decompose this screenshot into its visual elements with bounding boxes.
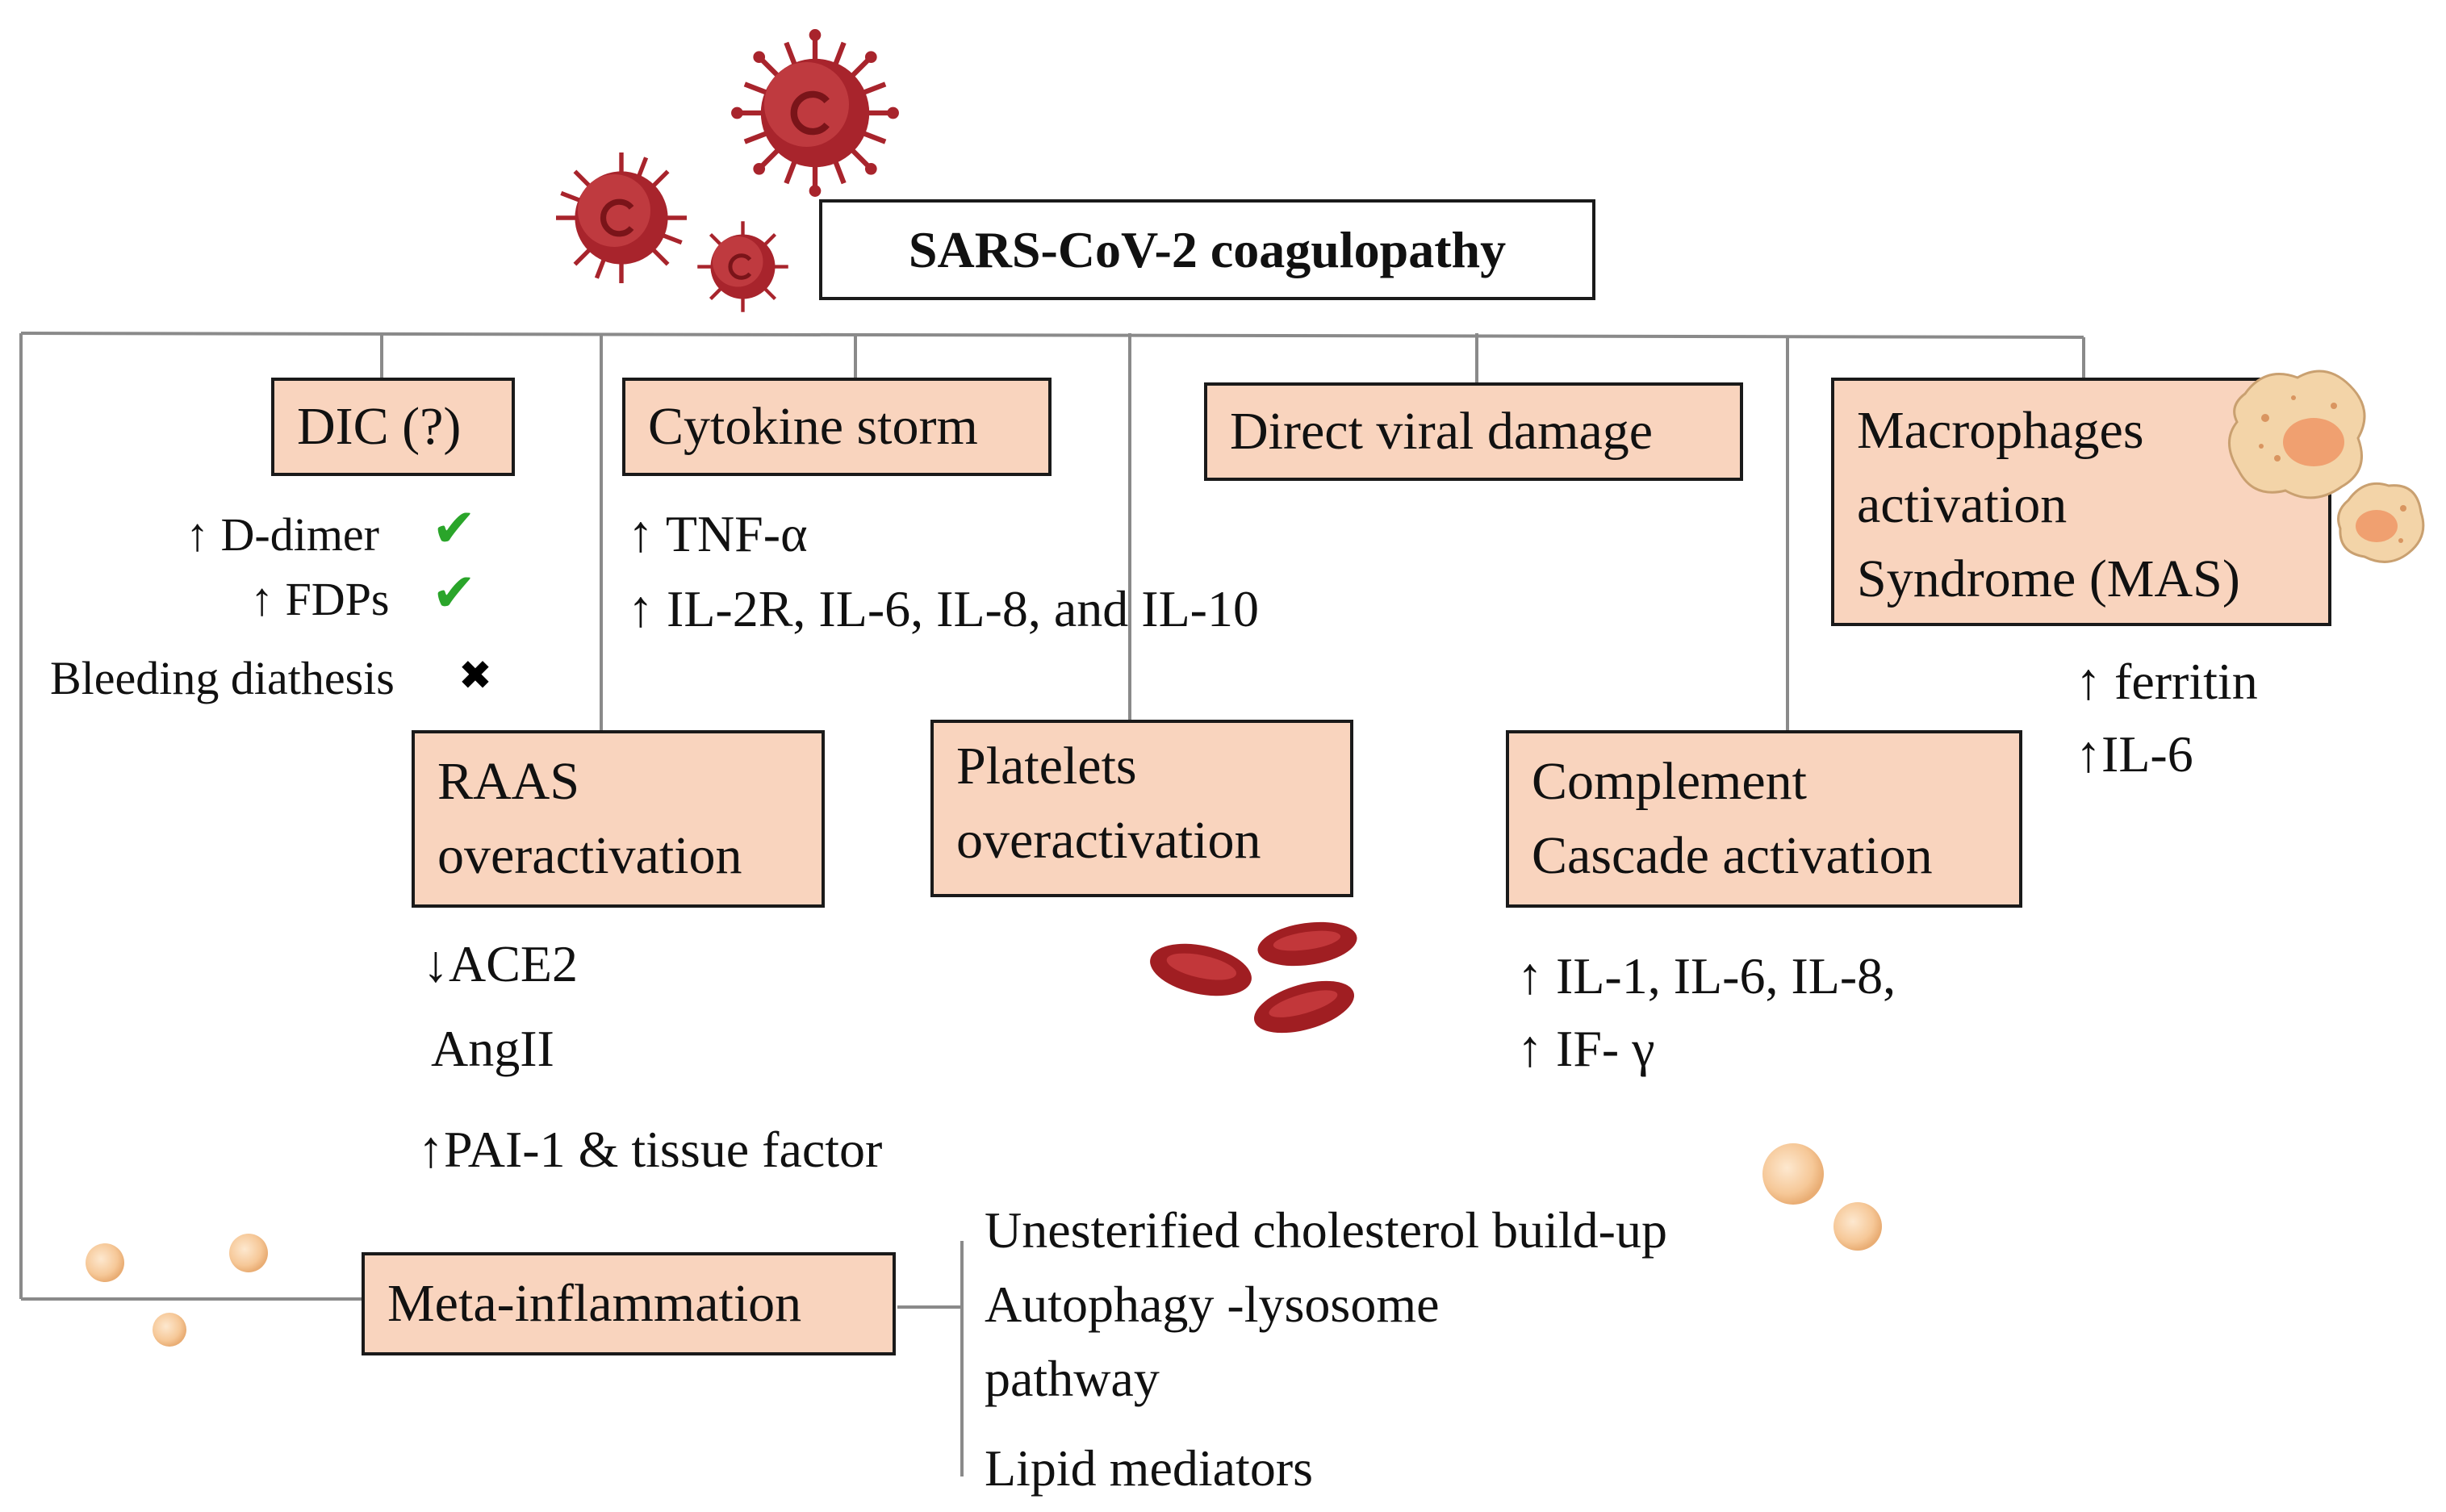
raas-finding-ace2-text: ↓ACE2 bbox=[423, 935, 578, 992]
diagram-title: SARS-CoV-2 coagulopathy bbox=[819, 199, 1595, 300]
raas-finding-pai1-text: ↑PAI-1 & tissue factor bbox=[418, 1121, 883, 1178]
mas-finding-ferritin-text: ↑ ferritin bbox=[2076, 653, 2258, 710]
complement-finding-il: ↑ IL-1, IL-6, IL-8, bbox=[1517, 940, 1896, 1013]
dic-finding-fdps: ↑ FDPs bbox=[250, 563, 389, 636]
raas-finding-ace2: ↓ACE2 bbox=[423, 928, 578, 1000]
mas-finding-il6: ↑IL-6 bbox=[2076, 718, 2193, 791]
cytokine-finding-tnf: ↑ TNF-α bbox=[628, 498, 808, 570]
meta-inflammation-label: Meta-inflammation bbox=[387, 1274, 802, 1333]
direct-viral-damage-box: Direct viral damage bbox=[1204, 382, 1743, 481]
cytokine-storm-box: Cytokine storm bbox=[622, 378, 1052, 476]
meta-inflammation-box: Meta-inflammation bbox=[362, 1252, 896, 1355]
raas-box: RAAS overactivation bbox=[412, 730, 825, 908]
meta-finding-lipid: Lipid mediators bbox=[985, 1432, 1313, 1505]
cytokine-finding-tnf-text: ↑ TNF-α bbox=[628, 505, 808, 562]
dic-box: DIC (?) bbox=[271, 378, 515, 476]
red-blood-cell-icon bbox=[1150, 921, 1357, 1034]
macrophage-icon bbox=[2228, 370, 2366, 499]
complement-label-line1: Complement bbox=[1532, 752, 1807, 811]
platelets-box: Platelets overactivation bbox=[930, 720, 1353, 897]
mas-finding-il6-text: ↑IL-6 bbox=[2076, 725, 2193, 783]
meta-finding-cholesterol-text: Unesterified cholesterol build-up bbox=[985, 1201, 1667, 1259]
mas-finding-ferritin: ↑ ferritin bbox=[2076, 645, 2258, 718]
dic-finding-bleeding: Bleeding diathesis bbox=[50, 642, 395, 715]
virus-icon bbox=[731, 29, 899, 197]
dic-finding-bleeding-text: Bleeding diathesis bbox=[50, 652, 395, 704]
macrophage-icon bbox=[2337, 482, 2425, 563]
platelets-label-line1: Platelets bbox=[956, 737, 1137, 796]
check-icon: ✔ bbox=[432, 557, 476, 629]
cross-icon: ✖ bbox=[458, 639, 492, 712]
mas-label-line1: Macrophages bbox=[1857, 401, 2144, 460]
cytokine-finding-il-text: ↑ IL-2R, IL-6, IL-8, and IL-10 bbox=[628, 580, 1259, 637]
complement-finding-ifg-text: ↑ IF- γ bbox=[1517, 1020, 1655, 1077]
mas-label-line2: activation bbox=[1857, 475, 2068, 534]
meta-finding-cholesterol: Unesterified cholesterol build-up bbox=[985, 1194, 1667, 1267]
complement-finding-ifg: ↑ IF- γ bbox=[1517, 1013, 1655, 1085]
raas-finding-angii-text: AngII bbox=[431, 1020, 554, 1077]
cross-icon-glyph: ✖ bbox=[458, 652, 492, 699]
check-icon-glyph: ✔ bbox=[432, 497, 477, 559]
raas-finding-pai1: ↑PAI-1 & tissue factor bbox=[418, 1113, 882, 1186]
raas-finding-angii: AngII bbox=[431, 1013, 554, 1085]
meta-finding-lipid-text: Lipid mediators bbox=[985, 1439, 1314, 1497]
mas-label-line3: Syndrome (MAS) bbox=[1857, 549, 2240, 608]
dic-finding-ddimer-text: ↑ D-dimer bbox=[186, 508, 379, 561]
check-icon-glyph: ✔ bbox=[432, 562, 477, 624]
mas-box: Macrophages activation Syndrome (MAS) bbox=[1831, 378, 2331, 626]
complement-finding-il-text: ↑ IL-1, IL-6, IL-8, bbox=[1517, 947, 1896, 1005]
meta-finding-autophagy: Autophagy -lysosome bbox=[985, 1268, 1440, 1341]
cytokine-finding-il: ↑ IL-2R, IL-6, IL-8, and IL-10 bbox=[628, 573, 1259, 645]
raas-label-line1: RAAS bbox=[437, 752, 580, 811]
cytokine-storm-label: Cytokine storm bbox=[648, 397, 978, 456]
direct-viral-damage-label: Direct viral damage bbox=[1230, 402, 1654, 461]
check-icon: ✔ bbox=[432, 492, 476, 565]
platelets-label-line2: overactivation bbox=[956, 811, 1261, 870]
meta-finding-autophagy-text: Autophagy -lysosome bbox=[985, 1276, 1440, 1333]
complement-box: Complement Cascade activation bbox=[1506, 730, 2022, 908]
dic-finding-fdps-text: ↑ FDPs bbox=[250, 573, 390, 625]
dic-label: DIC (?) bbox=[297, 397, 462, 456]
diagram-title-text: SARS-CoV-2 coagulopathy bbox=[908, 220, 1507, 278]
raas-label-line2: overactivation bbox=[437, 826, 742, 885]
meta-finding-pathway: pathway bbox=[985, 1343, 1160, 1415]
virus-icon bbox=[556, 152, 687, 283]
meta-finding-pathway-text: pathway bbox=[985, 1350, 1160, 1407]
complement-label-line2: Cascade activation bbox=[1532, 826, 1933, 885]
dic-finding-ddimer: ↑ D-dimer bbox=[186, 499, 379, 571]
virus-icon bbox=[697, 221, 788, 312]
